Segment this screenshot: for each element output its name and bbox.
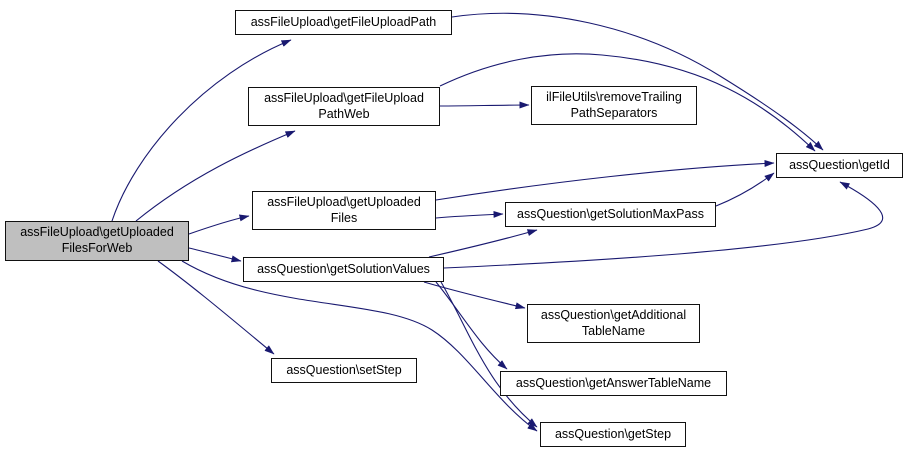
edge-getSolutionValues-to-getAdditionalTableName bbox=[423, 281, 526, 310]
edge-getSolutionValues-to-getAnswerTableName bbox=[435, 281, 508, 370]
edge-getSolutionMaxPass-to-getId bbox=[715, 172, 775, 207]
node-label: assFileUpload\getUploaded bbox=[20, 225, 174, 240]
node-getSolutionValues[interactable]: assQuestion\getSolutionValues bbox=[243, 257, 444, 282]
edge-getUploadedFiles-to-getId bbox=[435, 159, 775, 201]
node-label: FilesForWeb bbox=[61, 241, 133, 255]
edge-getSolutionValues-to-getStep bbox=[440, 281, 538, 428]
node-getSolutionMaxPass[interactable]: assQuestion\getSolutionMaxPass bbox=[505, 202, 716, 227]
node-getAnswerTableName[interactable]: assQuestion\getAnswerTableName bbox=[500, 371, 727, 396]
node-getId[interactable]: assQuestion\getId bbox=[776, 153, 903, 178]
node-label: assQuestion\getId bbox=[789, 157, 890, 172]
edge-getSolutionValues-to-getId bbox=[443, 181, 884, 269]
node-removeTrailingPathSeparators[interactable]: ilFileUtils\removeTrailing PathSeparator… bbox=[531, 86, 697, 125]
node-getStep[interactable]: assQuestion\getStep bbox=[540, 422, 686, 447]
node-label: assQuestion\setStep bbox=[286, 362, 402, 377]
node-label: Files bbox=[330, 210, 358, 225]
node-label: TableName bbox=[581, 323, 646, 338]
edge-getUploadedFiles-to-getSolutionMaxPass bbox=[435, 210, 504, 219]
node-label: assFileUpload\getFileUpload bbox=[264, 90, 424, 105]
edge-getUploadedFilesForWeb-to-getFileUploadPathWeb bbox=[135, 130, 296, 222]
node-getFileUploadPathWeb[interactable]: assFileUpload\getFileUpload PathWeb bbox=[248, 87, 440, 126]
edge-getFileUploadPathWeb-to-getId bbox=[439, 53, 816, 152]
node-label: assQuestion\getAdditional bbox=[540, 307, 687, 322]
node-label: ilFileUtils\removeTrailing bbox=[546, 89, 682, 104]
edge-getSolutionValues-to-getSolutionMaxPass bbox=[428, 229, 538, 258]
edge-getUploadedFilesForWeb-to-getStep bbox=[181, 260, 538, 432]
node-getAdditionalTableName[interactable]: assQuestion\getAdditional TableName bbox=[527, 304, 700, 343]
node-label: assQuestion\getSolutionValues bbox=[257, 261, 430, 276]
edge-getFileUploadPath-to-getId bbox=[451, 12, 824, 151]
edge-getUploadedFilesForWeb-to-getSolutionValues bbox=[188, 247, 242, 263]
edge-getFileUploadPathWeb-to-removeTrailingPathSeparators bbox=[439, 101, 530, 109]
node-getUploadedFiles[interactable]: assFileUpload\getUploaded Files bbox=[252, 191, 436, 230]
node-label: assQuestion\getStep bbox=[554, 426, 672, 441]
node-getUploadedFilesForWeb: assFileUpload\getUploaded FilesForWeb bbox=[5, 221, 189, 261]
node-getFileUploadPath[interactable]: assFileUpload\getFileUploadPath bbox=[235, 10, 452, 35]
node-label: assFileUpload\getFileUploadPath bbox=[250, 14, 437, 29]
node-label: assFileUpload\getUploaded bbox=[267, 194, 421, 209]
edge-getUploadedFilesForWeb-to-getFileUploadPath bbox=[111, 39, 292, 222]
edge-getUploadedFilesForWeb-to-setStep bbox=[157, 260, 275, 355]
node-label: assQuestion\getAnswerTableName bbox=[515, 375, 712, 390]
edge-getUploadedFilesForWeb-to-getUploadedFiles bbox=[188, 214, 250, 235]
node-label: PathWeb bbox=[318, 106, 370, 121]
node-label: PathSeparators bbox=[570, 105, 658, 120]
node-label: assQuestion\getSolutionMaxPass bbox=[517, 206, 704, 221]
node-setStep[interactable]: assQuestion\setStep bbox=[271, 358, 417, 383]
